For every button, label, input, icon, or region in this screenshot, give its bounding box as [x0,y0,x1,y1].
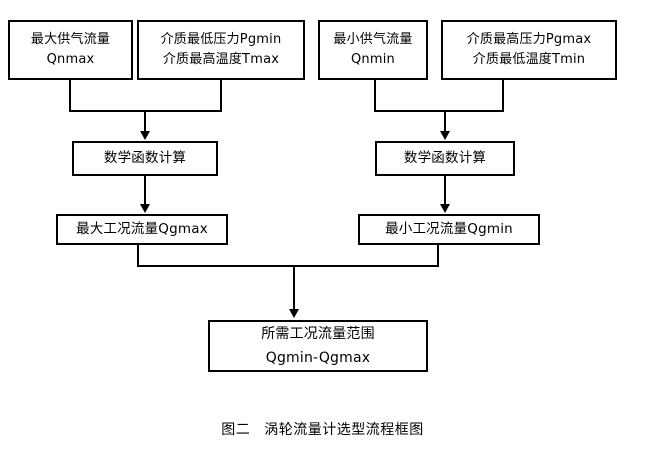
calc-box-left: 数学函数计算 [72,141,218,176]
arrowhead-into-calc-right [440,131,450,140]
input-qnmin-line2: Qnmin [351,51,395,67]
connector-pgmin-drop [220,80,222,112]
input-qnmax-line1: 最大供气流量 [30,31,111,47]
figure-caption-label: 图二 [221,422,251,438]
connector-right-merge-bar [374,110,504,112]
input-box-qnmin: 最小供气流量 Qnmin [318,20,428,80]
calc-box-right: 数学函数计算 [375,141,515,176]
final-box-flow-range: 所需工况流量范围 Qgmin-Qgmax [208,320,428,372]
calc-left-label: 数学函数计算 [103,149,187,166]
connector-calc-left-to-result [144,176,146,205]
input-pgmin-line1: 介质最低压力Pgmin [160,31,282,47]
input-box-pgmax-tmin: 介质最高压力Pgmax 介质最低温度Tmin [441,20,617,80]
result-box-qgmin: 最小工况流量Qgmin [358,214,540,245]
result-box-qgmax: 最大工况流量Qgmax [56,214,228,245]
arrowhead-into-result-right [440,204,450,213]
connector-left-merge-stem [144,110,146,132]
final-box-line2: Qgmin-Qgmax [265,350,371,366]
result-qgmax-label: 最大工况流量Qgmax [76,220,208,237]
connector-calc-right-to-result [444,176,446,205]
input-pgmax-line2: 介质最低温度Tmin [472,51,586,67]
connector-qgmax-drop [137,245,139,267]
calc-right-label: 数学函数计算 [403,149,487,166]
connector-bottom-merge-bar [137,265,439,267]
arrowhead-into-result-left [140,204,150,213]
connector-pgmax-drop [502,80,504,112]
connector-right-merge-stem [444,110,446,132]
input-box-qnmax: 最大供气流量 Qnmax [8,20,133,80]
figure-caption: 图二涡轮流量计选型流程框图 [0,419,645,439]
figure-caption-title: 涡轮流量计选型流程框图 [264,422,424,438]
arrowhead-into-final-box [289,309,299,318]
input-qnmin-line1: 最小供气流量 [333,31,413,47]
connector-qgmin-drop [437,245,439,267]
result-qgmin-label: 最小工况流量Qgmin [385,220,513,237]
arrowhead-into-calc-left [140,131,150,140]
connector-qnmax-drop [69,80,71,112]
connector-qnmin-drop [374,80,376,112]
input-qnmax-line2: Qnmax [46,51,95,67]
input-box-pgmin-tmax: 介质最低压力Pgmin 介质最高温度Tmax [137,20,305,80]
input-pgmax-line1: 介质最高压力Pgmax [466,31,592,47]
input-pgmin-line2: 介质最高温度Tmax [162,51,280,67]
final-box-line1: 所需工况流量范围 [261,325,375,342]
connector-bottom-merge-stem [293,265,295,310]
